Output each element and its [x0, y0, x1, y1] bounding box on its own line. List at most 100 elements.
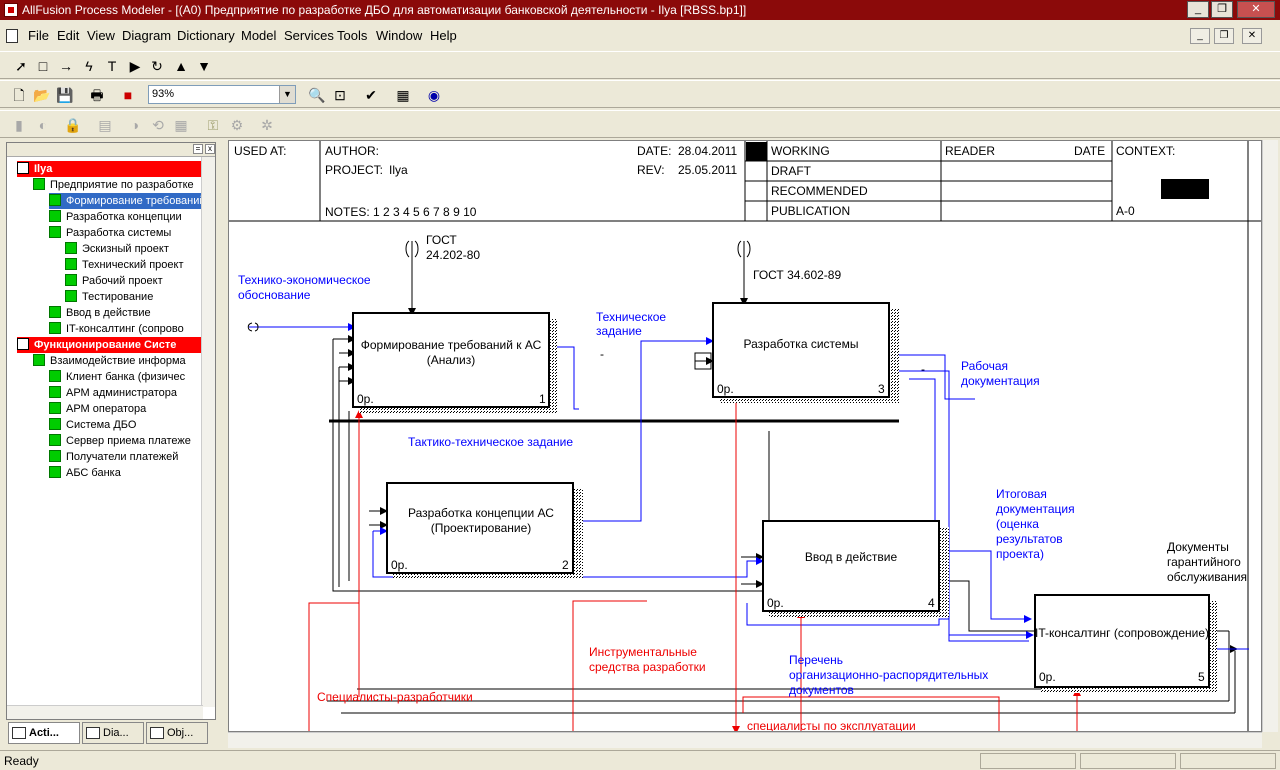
menu-services[interactable]: Services	[284, 28, 334, 43]
canvas-horizontal-scrollbar[interactable]	[228, 732, 1262, 748]
header-reader: READER	[945, 144, 995, 158]
box-3-label: Разработка системы	[744, 337, 859, 351]
tree-activity-node[interactable]: Ввод в действие	[49, 305, 151, 321]
label-gost-1b: 24.202-80	[426, 248, 480, 262]
explorer-horizontal-scrollbar[interactable]	[7, 705, 203, 719]
box-3-number: 3	[878, 382, 885, 396]
box-4-label: Ввод в действие	[805, 550, 898, 564]
tab-diagrams[interactable]: Dia...	[82, 722, 144, 744]
tree-activity-node[interactable]: АРМ оператора	[49, 401, 146, 417]
red-arrows	[308, 399, 1081, 731]
arrow-tool-icon[interactable]: →	[59, 58, 73, 74]
menu-help[interactable]: Help	[430, 28, 457, 43]
menu-dictionary[interactable]: Dictionary	[177, 28, 235, 43]
tree-node-label: Технический проект	[82, 259, 184, 271]
tree-node-label: IT-консалтинг (сопрово	[66, 323, 184, 335]
tree-activity-node[interactable]: АБС банка	[49, 465, 121, 481]
pointer-tool-icon[interactable]: ➚	[15, 58, 27, 74]
tree-activity-node[interactable]: Рабочий проект	[65, 273, 163, 289]
status-working: WORKING	[771, 144, 830, 158]
tree-activity-node[interactable]: Клиент банка (физичес	[49, 369, 185, 385]
sync-icon: ⟲	[152, 117, 164, 133]
label-is-1: Инструментальные	[589, 645, 697, 659]
model-explorer-icon[interactable]: ▦	[396, 87, 410, 103]
menu-tools[interactable]: Tools	[337, 28, 368, 43]
explorer-header: = x	[7, 143, 215, 157]
tree-activity-node[interactable]: АРМ администратора	[49, 385, 177, 401]
box-5-number: 5	[1198, 670, 1205, 684]
header-rev-label: REV:	[637, 163, 665, 177]
rotate-tool-icon[interactable]: ↻	[151, 58, 163, 74]
tree-activity-node[interactable]: Система ДБО	[49, 417, 136, 433]
menu-bar: File Edit View Diagram Dictionary Model …	[0, 25, 1280, 47]
model-mart-icon[interactable]: ◉	[427, 87, 441, 103]
box-1-sublabel: (Анализ)	[427, 353, 476, 367]
diagram-canvas[interactable]: USED AT: AUTHOR: PROJECT: Ilya NOTES: 1 …	[228, 140, 1262, 732]
open-icon[interactable]: 📂	[33, 87, 51, 103]
menu-model[interactable]: Model	[241, 28, 277, 43]
new-icon[interactable]: 🗋	[13, 87, 25, 103]
up-tool-icon[interactable]: ▲	[174, 58, 188, 74]
tree-activity-node[interactable]: Технический проект	[65, 257, 184, 273]
menu-diagram[interactable]: Diagram	[122, 28, 172, 43]
drawing-toolbar: ➚ □ → ϟ T ▶ ↻ ▲ ▼	[0, 51, 1280, 79]
zoom-in-icon[interactable]: 🔍	[308, 87, 326, 103]
activity-box-icon	[33, 178, 45, 190]
zoom-fit-icon[interactable]: ⊡	[334, 87, 346, 103]
tree-activity-node[interactable]: IT-консалтинг (сопрово	[49, 321, 184, 337]
tree-activity-node[interactable]: Взаимодействие информа	[33, 353, 186, 369]
tree-activity-node[interactable]: Формирование требований	[49, 193, 203, 209]
menu-window[interactable]: Window	[376, 28, 423, 43]
menu-view[interactable]: View	[87, 28, 115, 43]
minimize-button[interactable]: _	[1187, 1, 1209, 18]
tree-activity-node[interactable]: Сервер приема платеже	[49, 433, 191, 449]
mdi-minimize-button[interactable]: _	[1190, 28, 1210, 44]
mdi-close-button[interactable]: ✕	[1242, 28, 1262, 44]
tree-activity-node[interactable]: Эскизный проект	[65, 241, 169, 257]
close-button[interactable]: ✕	[1237, 1, 1275, 18]
explorer-close-icon[interactable]: x	[205, 144, 215, 154]
restore-button[interactable]: ❐	[1211, 1, 1233, 18]
tree-activity-node[interactable]: Предприятие по разработке	[33, 177, 194, 193]
window-title: AllFusion Process Modeler - [(A0) Предпр…	[22, 3, 747, 17]
mdi-restore-button[interactable]: ❐	[1214, 28, 1234, 44]
tree-model-node[interactable]: Функционирование Систе	[17, 337, 203, 353]
activity-box-icon	[49, 306, 61, 318]
menu-edit[interactable]: Edit	[57, 28, 80, 43]
offpage-tool-icon[interactable]: ▶	[129, 58, 141, 74]
tree-activity-node[interactable]: Тестирование	[65, 289, 153, 305]
squiggle-tool-icon[interactable]: ϟ	[85, 58, 93, 74]
tab-activities[interactable]: Acti...	[8, 722, 80, 744]
label-ttz: Тактико-техническое задание	[408, 435, 573, 449]
report-icon: ▤	[98, 117, 112, 133]
label-dg-3: обслуживания	[1167, 570, 1247, 584]
tree-activity-node[interactable]: Разработка системы	[49, 225, 171, 241]
text-tool-icon[interactable]: T	[107, 58, 117, 74]
model-icon	[17, 162, 29, 174]
chevron-down-icon[interactable]: ▼	[279, 86, 295, 103]
menu-file[interactable]: File	[28, 28, 49, 43]
explorer-vertical-scrollbar[interactable]	[201, 157, 215, 707]
tree-activity-node[interactable]: Получатели платежей	[49, 449, 178, 465]
color-icon[interactable]: ■	[123, 87, 133, 103]
objects-icon	[150, 727, 164, 739]
spellcheck-icon[interactable]: ✔	[365, 87, 377, 103]
box-tool-icon[interactable]: □	[38, 58, 48, 74]
print-icon[interactable]: 🖶	[90, 87, 104, 103]
label-gost-2: ГОСТ 34.602-89	[753, 268, 841, 282]
working-status-marker	[746, 142, 767, 161]
tree-model-node[interactable]: Ilya	[17, 161, 203, 177]
label-sr: Специалисты-разработчики	[317, 690, 473, 704]
context-box	[1161, 179, 1209, 199]
label-dg-1: Документы	[1167, 540, 1229, 554]
tab-objects-label: Obj...	[167, 727, 194, 739]
label-dash-1: -	[600, 347, 604, 361]
tab-objects[interactable]: Obj...	[146, 722, 208, 744]
canvas-vertical-scrollbar[interactable]	[1262, 140, 1278, 732]
down-tool-icon[interactable]: ▼	[197, 58, 211, 74]
zoom-select[interactable]: 93%▼	[148, 85, 296, 104]
key-icon[interactable]: ⚿	[207, 117, 219, 133]
pin-icon[interactable]: =	[193, 144, 203, 154]
tree-activity-node[interactable]: Разработка концепции	[49, 209, 182, 225]
save-icon[interactable]: 💾	[56, 87, 74, 103]
